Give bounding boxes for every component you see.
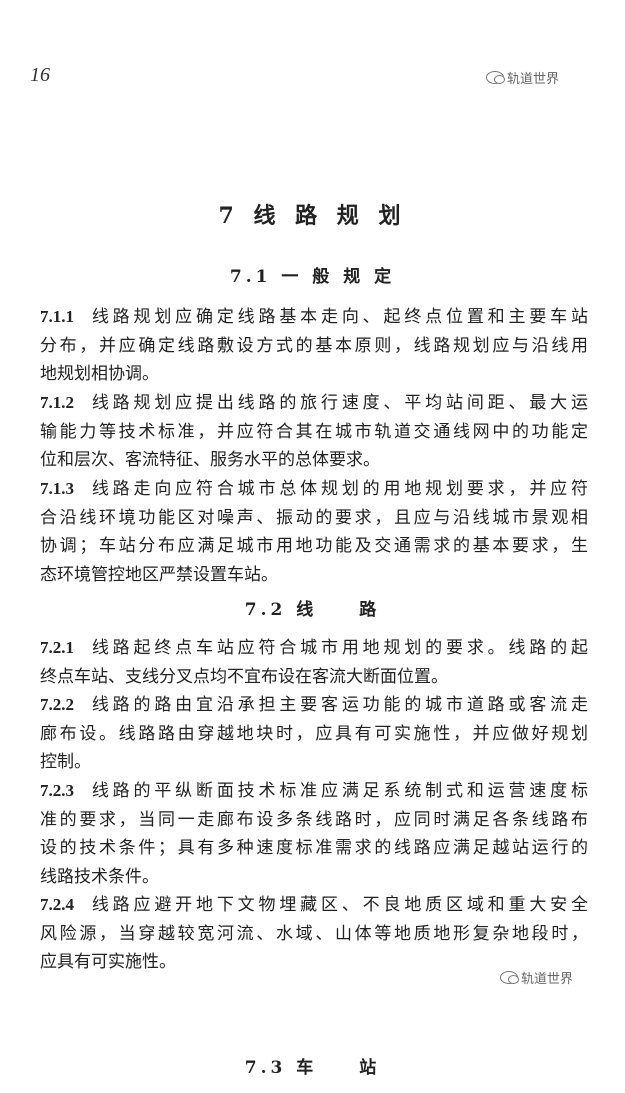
text-line: 廊布设。线路路由穿越地块时，应具有可实施性，并应做好规划 <box>40 720 588 749</box>
text-line: 7.1.3 线路走向应符合城市总体规划的用地规划要求，并应符 <box>40 475 588 504</box>
line-text: 地规划相协调。 <box>40 364 159 384</box>
clause-paragraph: 7.2.4 线路应避开地下文物埋藏区、不良地质区域和重大安全风险源，当穿越较宽河流… <box>40 891 588 977</box>
watermark-bottom: 轨道世界 <box>500 968 573 987</box>
text-line: 合沿线环境功能区对噪声、振动的要求，且应与沿线城市景观相 <box>40 504 588 533</box>
line-text: 设的技术条件；具有多种速度标准需求的线路应满足越站运行的 <box>40 838 588 858</box>
clause-number: 7.1.1 <box>40 307 74 326</box>
line-text: 线路应避开地下文物埋藏区、不良地质区域和重大安全 <box>88 895 588 915</box>
text-line: 协调；车站分布应满足城市用地功能及交通需求的基本要求，生 <box>40 532 588 561</box>
text-line: 风险源，当穿越较宽河流、水域、山体等地质地形复杂地段时， <box>40 920 588 949</box>
clause-number: 7.2.1 <box>40 638 74 657</box>
text-line: 7.1.2 线路规划应提出线路的旅行速度、平均站间距、最大运 <box>40 389 588 418</box>
section-heading: 7.1 一 般 规 定 <box>229 267 396 287</box>
watermark-text: 轨道世界 <box>507 72 560 87</box>
text-line: 7.1.1 线路规划应确定线路基本走向、起终点位置和主要车站 <box>40 303 588 332</box>
line-text: 位和层次、客流特征、服务水平的总体要求。 <box>40 450 380 470</box>
line-text: 终点车站、支线分叉点均不宜布设在客流大断面位置。 <box>40 666 448 687</box>
clause-paragraph: 7.2.1 线路起终点车站应符合城市用地规划的要求。线路的起终点车站、支线分叉点均… <box>40 634 588 691</box>
text-line: 终点车站、支线分叉点均不宜布设在客流大断面位置。 <box>40 663 588 692</box>
line-text: 态环境管控地区严禁设置车站。 <box>40 564 278 585</box>
clause-number: 7.2.2 <box>40 695 74 714</box>
text-line: 位和层次、客流特征、服务水平的总体要求。 <box>40 446 588 475</box>
text-line: 7.2.4 线路应避开地下文物埋藏区、不良地质区域和重大安全 <box>40 891 588 920</box>
line-text: 线路走向应符合城市总体规划的用地规划要求，并应符 <box>88 479 588 499</box>
text-line: 线路技术条件。 <box>40 863 588 892</box>
clause-paragraph: 7.1.2 线路规划应提出线路的旅行速度、平均站间距、最大运输能力等技术标准，并应… <box>40 389 588 475</box>
watermark-top: 轨道世界 <box>486 68 559 87</box>
line-text: 准的要求，当同一走廊布设多条线路时，应同时满足各条线路布 <box>40 809 588 830</box>
wechat-logo-icon <box>486 71 505 84</box>
clause-number: 7.1.2 <box>40 393 74 412</box>
line-text: 线路规划应提出线路的旅行速度、平均站间距、最大运 <box>88 393 588 413</box>
page-number: 16 <box>30 64 50 86</box>
clause-paragraph: 7.2.3 线路的平纵断面技术标准应满足系统制式和运营速度标准的要求，当同一走廊布… <box>40 777 588 891</box>
clause-paragraph: 7.2.2 线路的路由宜沿承担主要客运功能的城市道路或客流走廊布设。线路路由穿越地… <box>40 691 588 777</box>
clause-paragraph: 7.1.1 线路规划应确定线路基本走向、起终点位置和主要车站分布，并应确定线路敷设… <box>40 303 588 389</box>
text-line: 控制。 <box>40 748 588 777</box>
text-line: 输能力等技术标准，并应符合其在城市轨道交通线网中的功能定 <box>40 418 588 447</box>
text-line: 分布，并应确定线路敷设方式的基本原则，线路规划应与沿线用 <box>40 332 588 361</box>
line-text: 分布，并应确定线路敷设方式的基本原则，线路规划应与沿线用 <box>40 335 588 356</box>
text-line: 7.2.1 线路起终点车站应符合城市用地规划的要求。线路的起 <box>40 634 588 663</box>
clause-number: 7.1.3 <box>40 479 74 498</box>
line-text: 风险源，当穿越较宽河流、水域、山体等地质地形复杂地段时， <box>40 923 588 944</box>
text-line: 7.2.2 线路的路由宜沿承担主要客运功能的城市道路或客流走 <box>40 691 588 720</box>
line-text: 线路规划应确定线路基本走向、起终点位置和主要车站 <box>88 307 588 327</box>
clause-paragraph: 7.1.3 线路走向应符合城市总体规划的用地规划要求，并应符合沿线环境功能区对噪声… <box>40 475 588 589</box>
text-line: 态环境管控地区严禁设置车站。 <box>40 561 588 590</box>
section-heading: 7.3 车 站 <box>244 1058 381 1078</box>
chapter-title: 7 线 路 规 划 <box>218 203 407 229</box>
text-line: 准的要求，当同一走廊布设多条线路时，应同时满足各条线路布 <box>40 806 588 835</box>
line-text: 廊布设。线路路由穿越地块时，应具有可实施性，并应做好规划 <box>40 723 588 744</box>
text-line: 应具有可实施性。 <box>40 948 588 977</box>
text-line: 地规划相协调。 <box>40 360 588 389</box>
clause-number: 7.2.3 <box>40 781 74 800</box>
section-heading: 7.2 线 路 <box>244 600 381 620</box>
line-text: 线路的路由宜沿承担主要客运功能的城市道路或客流走 <box>88 695 588 715</box>
line-text: 线路起终点车站应符合城市用地规划的要求。线路的起 <box>88 638 588 658</box>
line-text: 控制。 <box>40 752 91 772</box>
text-line: 设的技术条件；具有多种速度标准需求的线路应满足越站运行的 <box>40 834 588 863</box>
wechat-logo-icon <box>500 971 519 984</box>
line-text: 输能力等技术标准，并应符合其在城市轨道交通线网中的功能定 <box>40 421 588 442</box>
line-text: 协调；车站分布应满足城市用地功能及交通需求的基本要求，生 <box>40 536 588 556</box>
text-line: 7.2.3 线路的平纵断面技术标准应满足系统制式和运营速度标 <box>40 777 588 806</box>
line-text: 合沿线环境功能区对噪声、振动的要求，且应与沿线城市景观相 <box>40 507 588 528</box>
watermark-text: 轨道世界 <box>521 972 574 987</box>
line-text: 线路的平纵断面技术标准应满足系统制式和运营速度标 <box>88 781 588 801</box>
line-text: 应具有可实施性。 <box>40 952 176 972</box>
clause-number: 7.2.4 <box>40 895 74 914</box>
line-text: 线路技术条件。 <box>40 866 159 887</box>
